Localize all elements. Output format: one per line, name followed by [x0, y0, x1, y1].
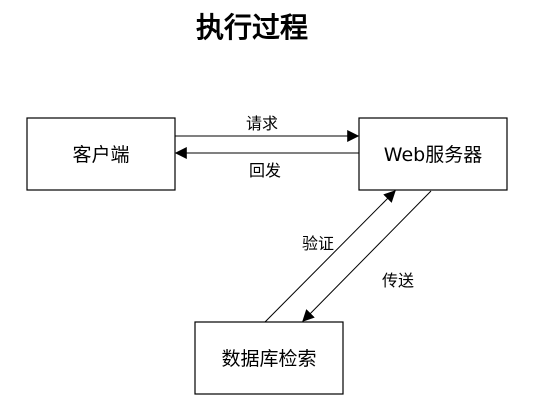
node-client-label: 客户端 [72, 144, 129, 166]
node-db-search-box [194, 321, 344, 395]
edge-transmit-label: 传送 [382, 271, 414, 290]
diagram-title: 执行过程 [196, 11, 308, 44]
edge-verify-arrow [264, 190, 396, 323]
node-db-search-label: 数据库检索 [221, 348, 316, 370]
edge-reply-label: 回发 [249, 161, 281, 180]
edge-request-label: 请求 [246, 114, 278, 133]
edge-transmit-arrow [302, 190, 432, 322]
node-web-server: Web服务器 [358, 117, 508, 191]
node-client: 客户端 [26, 117, 176, 191]
node-web-server-label: Web服务器 [384, 144, 482, 166]
edge-verify-label: 验证 [302, 234, 334, 253]
node-db-search: 数据库检索 [194, 321, 344, 395]
node-web-server-box [358, 117, 508, 191]
node-client-box [26, 117, 176, 191]
